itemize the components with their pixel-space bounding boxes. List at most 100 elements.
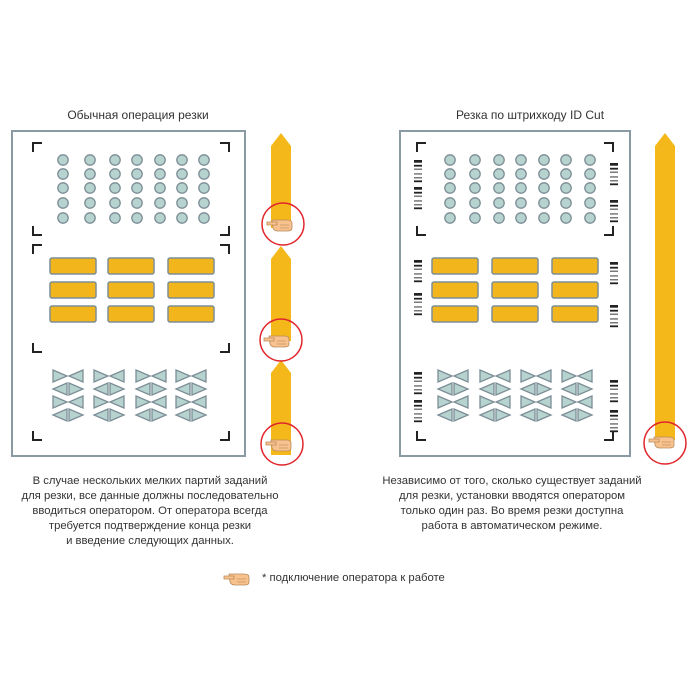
barcode-mark bbox=[414, 180, 422, 183]
triangle-part bbox=[561, 395, 578, 409]
registration-mark bbox=[32, 244, 42, 254]
left-circles bbox=[57, 154, 210, 224]
triangle-part bbox=[92, 382, 109, 396]
left-arrow-3 bbox=[271, 360, 291, 455]
barcode-mark bbox=[414, 389, 422, 391]
circle-part bbox=[176, 182, 188, 194]
bar-part bbox=[107, 281, 155, 299]
right-circles bbox=[444, 154, 596, 224]
hand-icon bbox=[648, 436, 675, 449]
circle-part bbox=[469, 197, 481, 209]
triangle-part bbox=[52, 369, 69, 383]
barcode-mark bbox=[610, 400, 618, 403]
barcode-mark bbox=[610, 318, 618, 320]
bar-part bbox=[431, 305, 479, 323]
left-panel bbox=[11, 130, 305, 466]
triangle-part bbox=[175, 369, 192, 383]
bar-part bbox=[491, 305, 539, 323]
circle-part bbox=[57, 182, 69, 194]
triangle-part bbox=[67, 395, 84, 409]
circle-part bbox=[444, 182, 456, 194]
triangle-part bbox=[576, 369, 593, 383]
circle-part bbox=[131, 168, 143, 180]
barcode-mark bbox=[610, 270, 618, 272]
highlight-ring bbox=[260, 422, 304, 466]
triangle-part bbox=[535, 395, 552, 409]
barcode-mark bbox=[414, 404, 422, 407]
circle-part bbox=[176, 212, 188, 224]
registration-mark bbox=[220, 142, 230, 152]
barcode-mark bbox=[610, 180, 618, 182]
registration-mark bbox=[604, 142, 614, 152]
circle-part bbox=[515, 168, 527, 180]
barcode-mark bbox=[414, 268, 422, 270]
triangle-part bbox=[151, 382, 168, 396]
bar-part bbox=[431, 257, 479, 275]
triangle-part bbox=[135, 395, 152, 409]
barcode-mark bbox=[610, 384, 618, 387]
description-line: только один раз. Во время резки доступна bbox=[400, 505, 624, 517]
registration-mark bbox=[220, 244, 230, 254]
circle-part bbox=[584, 154, 596, 166]
barcode-mark bbox=[414, 380, 422, 382]
circle-part bbox=[469, 182, 481, 194]
registration-mark bbox=[32, 142, 42, 152]
hand-icon bbox=[265, 439, 292, 452]
barcode-mark bbox=[414, 372, 422, 375]
circle-part bbox=[538, 182, 550, 194]
triangle-part bbox=[51, 382, 68, 396]
barcode-mark bbox=[610, 322, 618, 324]
triangle-part bbox=[494, 369, 511, 383]
circle-part bbox=[198, 168, 210, 180]
bar-part bbox=[107, 305, 155, 323]
barcode-mark bbox=[414, 204, 422, 206]
highlight-ring bbox=[261, 202, 305, 246]
bar-part bbox=[491, 257, 539, 275]
triangle-part bbox=[174, 382, 191, 396]
triangle-part bbox=[576, 395, 593, 409]
triangle-part bbox=[452, 395, 469, 409]
barcode-mark bbox=[414, 310, 422, 312]
left-operator-marks bbox=[259, 202, 305, 466]
triangle-part bbox=[536, 382, 553, 396]
barcode-mark bbox=[414, 417, 422, 419]
barcode-mark bbox=[414, 207, 422, 210]
circle-part bbox=[560, 168, 572, 180]
triangle-part bbox=[560, 382, 577, 396]
triangle-part bbox=[520, 395, 537, 409]
barcode-mark bbox=[414, 301, 422, 303]
left-bars bbox=[49, 257, 215, 323]
registration-mark bbox=[32, 226, 42, 236]
triangle-part bbox=[68, 382, 85, 396]
barcode-mark bbox=[610, 167, 618, 170]
triangle-part bbox=[453, 382, 470, 396]
circle-part bbox=[176, 154, 188, 166]
circle-part bbox=[198, 197, 210, 209]
bar-part bbox=[167, 305, 215, 323]
triangle-part bbox=[108, 395, 125, 409]
circle-part bbox=[154, 197, 166, 209]
triangle-part bbox=[134, 408, 151, 422]
circle-part bbox=[131, 154, 143, 166]
triangle-part bbox=[52, 395, 69, 409]
barcode-mark bbox=[610, 423, 618, 425]
right-description: Независимо от того, сколько существует з… bbox=[362, 474, 662, 534]
left-arrow-1 bbox=[271, 133, 291, 228]
barcode-mark bbox=[610, 262, 618, 265]
barcode-mark bbox=[610, 204, 618, 207]
barcode-mark bbox=[610, 388, 618, 390]
barcode-mark bbox=[610, 217, 618, 219]
barcode-mark bbox=[610, 163, 618, 166]
registration-mark bbox=[32, 431, 42, 441]
left-registration-marks bbox=[32, 142, 230, 441]
barcode-mark bbox=[610, 282, 618, 285]
triangle-part bbox=[68, 408, 85, 422]
triangle-part bbox=[577, 408, 594, 422]
circle-part bbox=[469, 212, 481, 224]
triangle-part bbox=[109, 382, 126, 396]
barcode-mark bbox=[414, 164, 422, 167]
circle-part bbox=[57, 212, 69, 224]
bar-part bbox=[49, 281, 97, 299]
circle-part bbox=[131, 197, 143, 209]
circle-part bbox=[198, 154, 210, 166]
